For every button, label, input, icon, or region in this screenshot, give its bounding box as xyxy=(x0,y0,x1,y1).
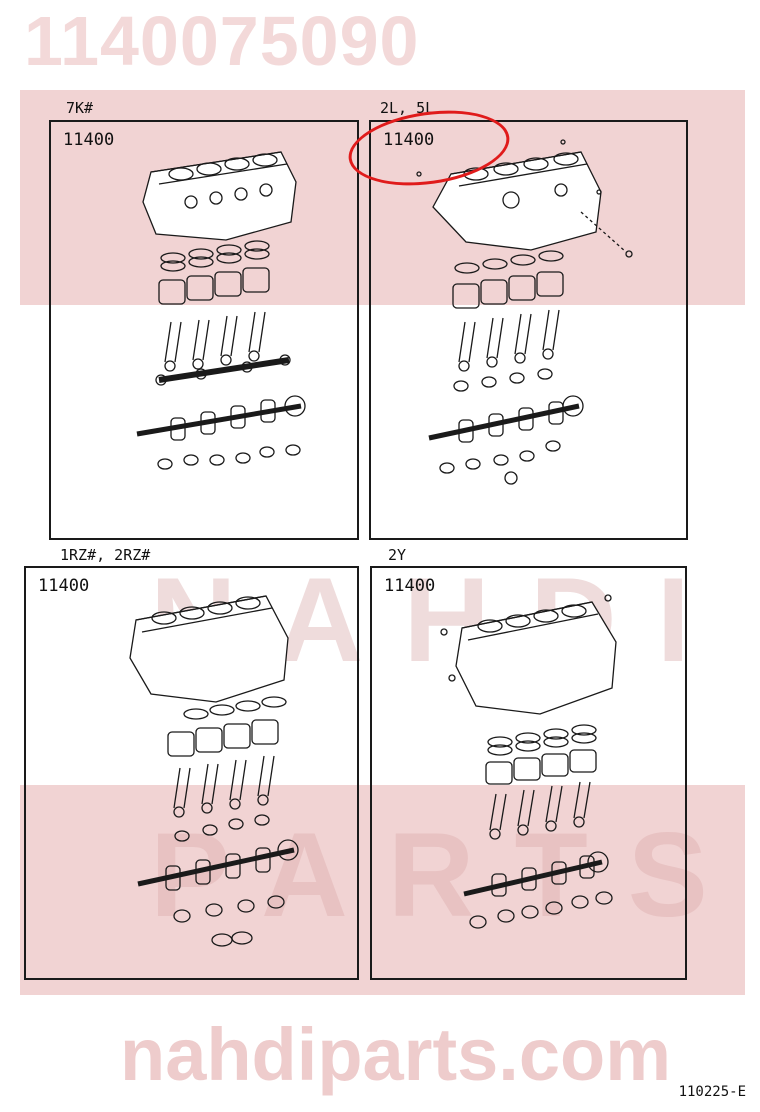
part-number-label: 11400 xyxy=(38,576,90,596)
diagram-panel-2l-5l: 11400 xyxy=(369,120,688,540)
section-label-2y: 2Y xyxy=(388,546,407,564)
section-label-1rz-2rz: 1RZ#, 2RZ# xyxy=(60,546,151,564)
diagram-panel-2y: 11400 xyxy=(370,566,687,980)
section-label-7k: 7K# xyxy=(66,99,94,117)
engine-block-drawing xyxy=(129,595,299,947)
watermark-part-number: 1140075090 xyxy=(24,2,420,80)
watermark-brand-letters-2: PARTS xyxy=(150,808,748,942)
engine-block-drawing xyxy=(416,139,633,485)
engine-block-drawing xyxy=(440,594,617,929)
part-number-label: 11400 xyxy=(63,130,115,150)
watermark-band-bottom xyxy=(20,785,745,995)
engine-block-drawing xyxy=(136,151,306,470)
diagram-panel-1rz-2rz: 11400 xyxy=(24,566,359,980)
watermark-url: nahdiparts.com xyxy=(120,1013,671,1096)
section-label-2l-5l: 2L, 5L xyxy=(380,99,435,117)
part-number-label: 11400 xyxy=(384,576,436,596)
diagram-panel-7k: 11400 xyxy=(49,120,359,540)
watermark-band-top xyxy=(20,90,745,305)
part-number-label: 11400 xyxy=(383,130,435,150)
diagram-code: 110225-E xyxy=(678,1084,746,1100)
